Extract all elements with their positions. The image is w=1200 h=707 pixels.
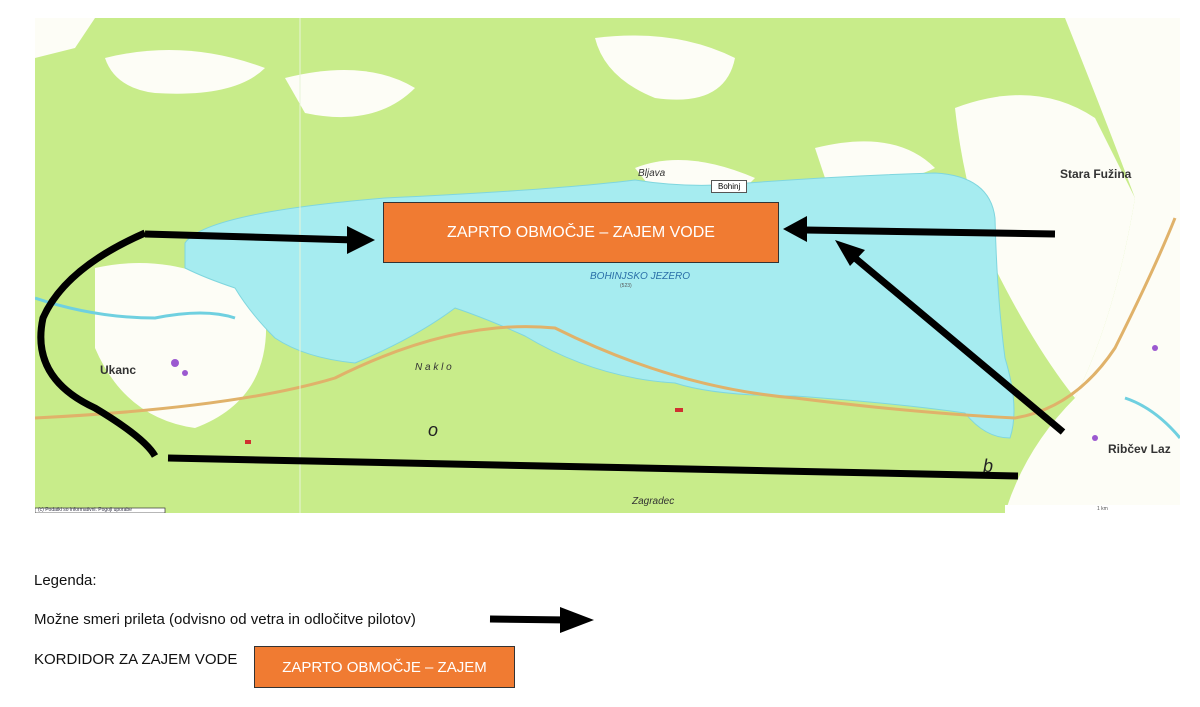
legend-arrow-icon	[489, 607, 594, 633]
approach-arrows	[37, 226, 1066, 480]
legend-corridor-box: ZAPRTO OBMOČJE – ZAJEM	[254, 646, 515, 688]
place-naklo: N a k l o	[415, 362, 452, 373]
map-graphic	[34, 18, 1182, 514]
arrowhead-icon	[835, 240, 865, 266]
map-attribution[interactable]: (c) Podatki so informativni. Pogoji upor…	[38, 507, 132, 513]
place-bohinj: Bohinj	[711, 180, 748, 193]
place-ribcev-laz: Ribčev Laz	[1108, 442, 1171, 456]
place-stara-fuzina: Stara Fužina	[1060, 167, 1132, 181]
legend-corridor-desc: KORDIDOR ZA ZAJEM VODE	[34, 651, 238, 668]
place-ukanc: Ukanc	[100, 363, 137, 377]
legend-title: Legenda:	[34, 572, 97, 589]
lake-elevation: (523)	[620, 283, 632, 289]
closed-zone-box: ZAPRTO OBMOČJE – ZAJEM VODE	[383, 202, 779, 263]
place-zagradec: Zagradec	[632, 496, 675, 507]
place-bljava: Bljava	[638, 168, 666, 179]
map-scale: 1 km	[1097, 506, 1108, 512]
place-lake: BOHINJSKO JEZERO	[590, 271, 691, 282]
legend-arrow-desc: Možne smeri prileta (odvisno od vetra in…	[34, 611, 416, 628]
arrowhead-icon	[783, 216, 807, 242]
handwritten-b: b	[983, 456, 994, 476]
handwritten-o: o	[428, 420, 439, 440]
open-areas	[35, 18, 1180, 513]
map[interactable]: ZAPRTO OBMOČJE – ZAJEM VODE Bljava Bohin…	[34, 18, 1182, 514]
arrowhead-icon	[347, 226, 375, 254]
